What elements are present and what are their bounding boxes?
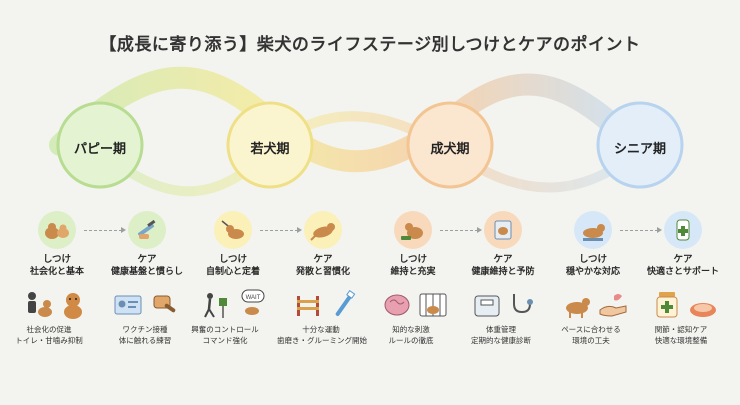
puppy-care-desc-2: 体に触れる練習 bbox=[118, 336, 172, 345]
senior-care-topic: 快適さとサポート bbox=[646, 267, 719, 277]
scale-icon bbox=[474, 295, 500, 317]
stage-circle-senior bbox=[596, 101, 684, 189]
senior-care-desc-1: 関節・認知ケア bbox=[654, 325, 708, 334]
adult-care-topic: 健康維持と予防 bbox=[471, 267, 535, 277]
page-title: 【成長に寄り添う】柴犬のライフステージ別しつけとケアのポイント bbox=[99, 35, 641, 55]
puppy-training-desc-1: 社会化の促進 bbox=[26, 325, 72, 334]
puppy-arrow bbox=[84, 230, 122, 231]
adult-care-desc-1: 体重管理 bbox=[486, 325, 516, 334]
young-training-topic: 自制心と定着 bbox=[205, 267, 260, 277]
young-care-icon bbox=[304, 211, 342, 249]
brush-icon bbox=[153, 295, 176, 313]
wave-band-lower bbox=[95, 111, 645, 197]
senior-training-desc-2: 環境の工夫 bbox=[572, 336, 610, 345]
adult-training-desc-2: ルールの徹底 bbox=[388, 336, 434, 345]
senior-care-desc-2: 快適な環境整備 bbox=[654, 336, 708, 345]
young-care-desc-2: 歯磨き・グルーミング開始 bbox=[277, 336, 367, 345]
wave-band bbox=[49, 66, 651, 173]
stage-label-young: 若犬期 bbox=[250, 142, 290, 157]
puppy-arrowhead bbox=[121, 227, 126, 233]
person-dog-icon bbox=[28, 292, 52, 317]
young-training-desc-2: コマンド強化 bbox=[202, 336, 248, 345]
brain-icon bbox=[384, 294, 410, 316]
supplement-icon bbox=[656, 292, 678, 318]
toothbrush-icon bbox=[335, 290, 356, 317]
adult-training-heading: しつけ bbox=[399, 254, 427, 265]
adult-training-icon bbox=[394, 211, 432, 249]
svg-text:WAIT: WAIT bbox=[246, 295, 261, 301]
young-care-topic: 発散と習慣化 bbox=[295, 267, 350, 277]
helping-hand-icon bbox=[599, 294, 627, 317]
young-training-icon bbox=[214, 211, 252, 249]
puppy-training-desc-2: トイレ・甘噛み抑制 bbox=[15, 336, 83, 345]
adult-training-desc-1: 知的な刺激 bbox=[392, 325, 430, 334]
senior-care-heading: ケア bbox=[673, 254, 693, 265]
adult-care-desc-2: 定期的な健康診断 bbox=[471, 336, 531, 345]
young-training-desc-1: 興奮のコントロール bbox=[191, 325, 259, 334]
puppy-care-topic: 健康基盤と慣らし bbox=[110, 267, 183, 277]
young-training-heading: しつけ bbox=[219, 254, 247, 265]
puppy-training-icon bbox=[38, 211, 76, 249]
adult-training-topic: 維持と充実 bbox=[390, 267, 436, 277]
walking-sign-icon bbox=[204, 293, 227, 318]
stage-circle-adult bbox=[406, 101, 494, 189]
senior-dog-icon bbox=[566, 298, 590, 318]
stethoscope-icon bbox=[513, 294, 533, 314]
senior-training-heading: しつけ bbox=[579, 254, 607, 265]
senior-arrowhead bbox=[657, 227, 662, 233]
wait-sign-icon: WAIT bbox=[241, 289, 265, 315]
stage-circle-young bbox=[226, 101, 314, 189]
adult-care-icon bbox=[484, 211, 522, 249]
stage-label-puppy: パピー期 bbox=[73, 142, 126, 157]
senior-care-icon bbox=[664, 211, 702, 249]
adult-care-heading: ケア bbox=[493, 254, 513, 265]
young-care-heading: ケア bbox=[313, 254, 333, 265]
vaccine-card-icon bbox=[114, 295, 142, 315]
adult-arrowhead bbox=[477, 227, 482, 233]
stage-label-senior: シニア期 bbox=[613, 142, 666, 157]
stage-label-adult: 成犬期 bbox=[430, 142, 470, 157]
senior-training-icon bbox=[574, 211, 612, 249]
puppy-care-heading: ケア bbox=[137, 254, 157, 265]
puppy-care-icon bbox=[128, 211, 166, 249]
young-care-desc-1: 十分な運動 bbox=[302, 325, 340, 334]
senior-arrow bbox=[620, 230, 658, 231]
puppy-training-heading: しつけ bbox=[43, 254, 71, 265]
puppy-care-desc-1: ワクチン接種 bbox=[122, 325, 168, 334]
senior-training-desc-1: ペースに合わせる bbox=[561, 325, 621, 334]
stage-circles bbox=[56, 101, 684, 189]
young-arrowhead bbox=[297, 227, 302, 233]
dog-sitting-icon bbox=[64, 293, 82, 319]
puppy-training-topic: 社会化と基本 bbox=[29, 267, 84, 277]
agility-hurdle-icon bbox=[297, 296, 319, 316]
senior-training-topic: 穏やかな対応 bbox=[565, 267, 620, 277]
crate-icon bbox=[419, 293, 447, 317]
dog-bed-icon bbox=[690, 303, 716, 317]
adult-arrow bbox=[440, 230, 478, 231]
stage-circle-puppy bbox=[56, 101, 144, 189]
young-arrow bbox=[260, 230, 298, 231]
